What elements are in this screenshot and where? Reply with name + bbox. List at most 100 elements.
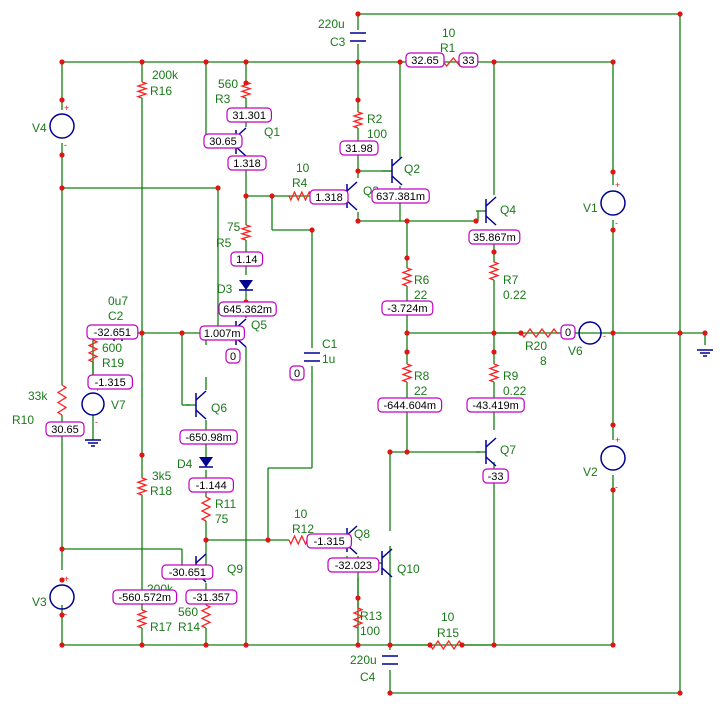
label-q7-name: Q7 xyxy=(500,443,516,457)
label-r17-name: R17 xyxy=(150,620,172,634)
label-q4-name: Q4 xyxy=(500,203,516,217)
transistor-q3-emitter xyxy=(346,200,358,211)
resistor-r14 xyxy=(200,604,212,629)
probe-box xyxy=(179,429,238,445)
label-r13-name: R13 xyxy=(360,609,382,623)
label-v4-name: V4 xyxy=(32,121,47,135)
label-c1-name: C1 xyxy=(322,337,338,351)
label-r8-value: 22 xyxy=(414,384,428,398)
label-r11-name: R11 xyxy=(215,497,236,511)
polarity-minus: - xyxy=(615,482,618,492)
label-r12-name: R12 xyxy=(292,522,314,536)
junction-dot xyxy=(139,642,145,648)
junction-dot xyxy=(355,59,361,65)
label-q9-name: Q9 xyxy=(227,562,243,576)
junction-dot xyxy=(139,452,145,458)
voltage-probe: -31.357 xyxy=(185,589,238,605)
polarity-plus: + xyxy=(615,435,620,445)
voltage-probe: 645.362m xyxy=(218,301,277,317)
probe-box xyxy=(309,189,349,205)
label-r14-value: 560 xyxy=(178,605,198,619)
junction-dot xyxy=(59,642,65,648)
probe-value: 31.98 xyxy=(345,143,373,155)
label-r19-name: R19 xyxy=(102,356,124,370)
probe-value: -644.604m xyxy=(384,400,437,412)
probe-value: -30.651 xyxy=(169,567,206,579)
probe-value: -1.315 xyxy=(314,536,345,548)
junction-dot xyxy=(610,642,616,648)
voltage-probe: 1.318 xyxy=(227,155,267,171)
resistor-r6 xyxy=(401,267,413,287)
junction-dot xyxy=(404,449,410,455)
label-r1-name: R1 xyxy=(440,41,456,55)
junction-dot xyxy=(610,487,616,493)
junction-dot xyxy=(59,577,65,583)
probe-box xyxy=(45,421,85,437)
transistor-q4-collector xyxy=(485,196,497,207)
source-v7 xyxy=(81,392,105,416)
junction-dot xyxy=(265,537,271,543)
voltage-probe: 1.007m xyxy=(199,325,246,341)
probe-box xyxy=(161,564,214,580)
probe-box xyxy=(199,325,246,341)
probe-value: 645.362m xyxy=(223,304,272,316)
voltage-probe: 1.14 xyxy=(230,251,264,267)
label-q10-name: Q10 xyxy=(397,562,420,576)
label-r16-name: R16 xyxy=(150,84,172,98)
resistor-r11 xyxy=(200,496,212,522)
junction-dot xyxy=(139,330,145,336)
source-v6 xyxy=(578,321,602,345)
polarity-plus: + xyxy=(64,103,69,113)
label-c3-name: C3 xyxy=(330,35,346,49)
label-r7-value: 0.22 xyxy=(503,288,527,302)
junction-dot xyxy=(59,185,65,191)
probe-value: -1.144 xyxy=(196,480,227,492)
probe-value: 1.318 xyxy=(315,192,343,204)
probe-value: 32.65 xyxy=(411,55,439,67)
junction-dot xyxy=(355,642,361,648)
probe-value: 1.14 xyxy=(236,254,257,266)
junction-dot xyxy=(387,690,393,696)
label-r11-value: 75 xyxy=(215,512,229,526)
probe-value: -32.651 xyxy=(94,327,131,339)
junction-dot xyxy=(491,349,497,355)
transistor-q9-collector xyxy=(195,553,207,564)
voltage-probe: -650.98m xyxy=(179,429,238,445)
voltage-probe: -32.651 xyxy=(86,324,139,340)
voltage-probe: 30.65 xyxy=(203,133,243,149)
label-r12-value: 10 xyxy=(294,507,308,521)
label-r4-value: 10 xyxy=(296,161,310,175)
resistor-r18 xyxy=(136,477,148,496)
probe-value: -31.357 xyxy=(193,592,230,604)
junction-dot xyxy=(404,349,410,355)
source-v1 xyxy=(600,190,626,216)
voltage-probe: -1.315 xyxy=(87,374,134,390)
resistor-r9 xyxy=(488,363,500,383)
label-c4-value: 220u xyxy=(350,653,377,667)
label-c2-name: C2 xyxy=(108,309,124,323)
junction-dot xyxy=(404,218,410,224)
junction-dot xyxy=(355,11,361,17)
label-r1-value: 10 xyxy=(442,26,456,40)
junction-dot xyxy=(491,59,497,65)
junction-dot xyxy=(491,642,497,648)
probe-box xyxy=(289,365,305,381)
junction-dot xyxy=(309,227,315,233)
junction-dot xyxy=(179,330,185,336)
source-v4 xyxy=(49,113,75,139)
probe-value: 30.65 xyxy=(51,424,79,436)
junction-dot xyxy=(387,642,393,648)
transistor-q6-emitter xyxy=(195,409,207,420)
voltage-probe: 637.381m xyxy=(371,188,430,204)
resistor-r13 xyxy=(352,607,364,629)
transistor-q2-emitter xyxy=(391,175,403,186)
probe-box xyxy=(226,107,273,123)
label-r10-value: 33k xyxy=(28,389,48,403)
probe-box xyxy=(306,533,353,549)
resistor-r8 xyxy=(401,363,413,383)
junction-dot xyxy=(355,168,361,174)
label-r20-value: 8 xyxy=(540,354,547,368)
label-r18-name: R18 xyxy=(150,484,172,498)
probe-box xyxy=(230,251,264,267)
label-r5-name: R5 xyxy=(216,236,232,250)
